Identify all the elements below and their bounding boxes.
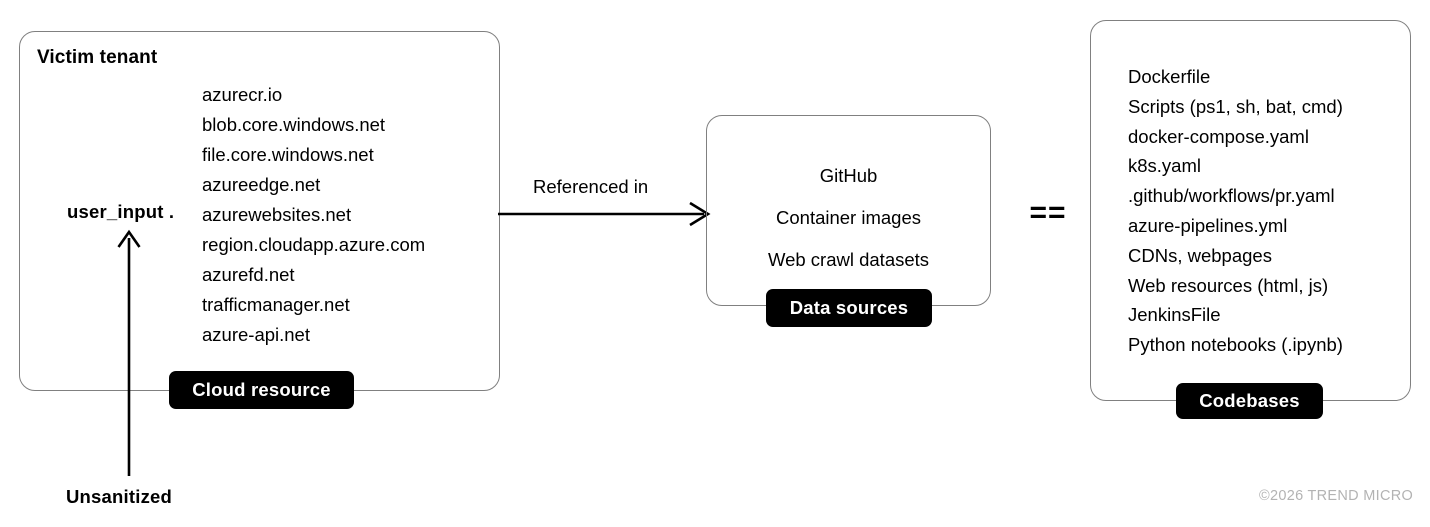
copyright-notice: ©2026 TREND MICRO: [1259, 488, 1414, 504]
list-item: Python notebooks (.ipynb): [1128, 334, 1343, 356]
list-item: GitHub: [819, 165, 878, 186]
codebases-badge: Codebases: [1176, 383, 1323, 419]
list-item: azureedge.net: [202, 174, 321, 195]
list-item: .github/workflows/pr.yaml: [1128, 185, 1335, 207]
list-item: Web crawl datasets: [767, 249, 930, 270]
cloud-resource-badge: Cloud resource: [169, 371, 354, 409]
list-item: docker-compose.yaml: [1128, 125, 1309, 147]
user-input-label: user_input .: [67, 201, 175, 222]
list-item: Dockerfile: [1128, 66, 1211, 87]
codebases-list: Dockerfile Scripts (ps1, sh, bat, cmd) d…: [1128, 62, 1343, 360]
victim-domain-list: azurecr.io blob.core.windows.net file.co…: [202, 80, 425, 350]
equals-symbol: ==: [1029, 196, 1067, 229]
list-item: Container images: [776, 207, 921, 228]
list-item: Web resources (html, js): [1128, 274, 1329, 296]
list-item: azurewebsites.net: [202, 204, 352, 225]
list-item: azure-api.net: [202, 324, 310, 345]
list-item: file.core.windows.net: [202, 144, 374, 165]
victim-tenant-title: Victim tenant: [37, 47, 158, 68]
referenced-in-arrow: [498, 201, 711, 227]
list-item: region.cloudapp.azure.com: [202, 234, 426, 255]
list-item: Scripts (ps1, sh, bat, cmd): [1128, 95, 1343, 117]
list-item: azurecr.io: [202, 84, 283, 105]
list-item: blob.core.windows.net: [202, 114, 386, 135]
data-sources-list: GitHub Container images Web crawl datase…: [706, 155, 991, 281]
unsanitized-arrow: [117, 229, 141, 476]
list-item: k8s.yaml: [1128, 155, 1201, 177]
list-item: azure-pipelines.yml: [1128, 214, 1288, 236]
list-item: trafficmanager.net: [202, 294, 350, 315]
list-item: CDNs, webpages: [1128, 244, 1272, 266]
list-item: azurefd.net: [202, 264, 295, 285]
data-sources-badge: Data sources: [766, 289, 932, 327]
list-item: JenkinsFile: [1128, 304, 1221, 326]
unsanitized-label: Unsanitized: [66, 486, 173, 507]
referenced-in-label: Referenced in: [533, 176, 649, 197]
